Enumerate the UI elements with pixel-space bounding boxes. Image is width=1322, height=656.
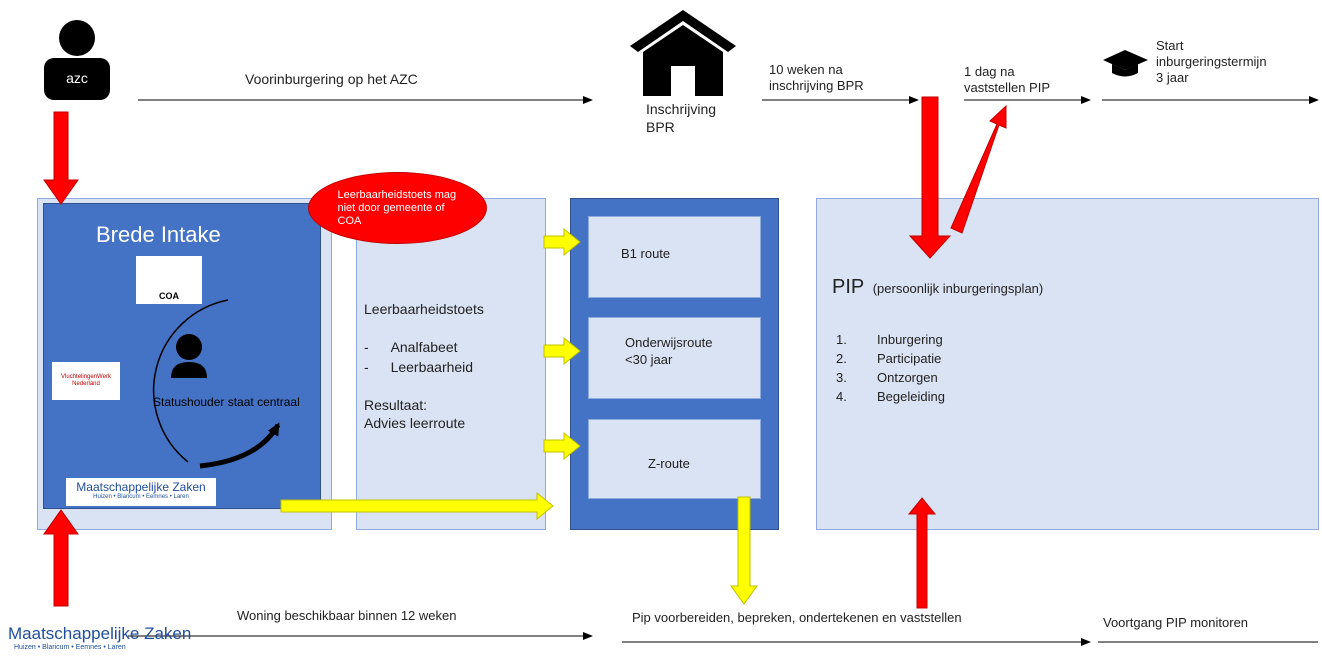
yellow-arrow-edu <box>543 336 581 366</box>
red-arrow-logo-up <box>43 509 79 607</box>
route-edu-box <box>588 317 761 399</box>
pip-item: 2.Participatie <box>836 351 942 366</box>
pip-item: 3.Ontzorgen <box>836 370 938 385</box>
test-item-text: Leerbaarheid <box>390 359 474 375</box>
center-text: Statushouder staat centraal <box>153 395 300 409</box>
yellow-arrow-b1 <box>543 227 581 257</box>
bottom-mz-logo-main: Maatschappelijke Zaken <box>8 624 192 643</box>
test-panel <box>356 198 546 530</box>
azc-label: azc <box>66 70 88 86</box>
yellow-arrow-z <box>543 431 581 461</box>
intake-mz-logo-sub: Huizen • Blaricum • Eemnes • Laren <box>93 494 189 500</box>
house-icon <box>630 10 736 96</box>
bottom-mz-logo-sub: Huizen • Blaricum • Eemnes • Laren <box>14 644 126 651</box>
pip-item-text: Ontzorgen <box>877 370 938 385</box>
pip-panel <box>816 198 1319 530</box>
intake-mz-logo-main: Maatschappelijke Zaken <box>76 480 206 494</box>
test-result-label: Resultaat: <box>364 397 428 413</box>
pip-list: 1.Inburgering 2.Participatie 3.Ontzorgen… <box>836 332 945 405</box>
red-arrow-diagonal <box>950 104 1007 234</box>
test-item-dash: - <box>364 359 369 375</box>
test-item-text: Analfabeet <box>390 339 458 355</box>
red-arrow-azc-down <box>43 111 79 205</box>
leerbaarheid-warning-bubble: Leerbaarheidstoets mag niet door gemeent… <box>308 172 487 244</box>
pre-integration-label: Voorinburgering op het AZC <box>245 71 418 87</box>
red-arrow-pip-down <box>908 96 952 259</box>
pip-item: 4.Begeleiding <box>836 389 945 404</box>
pip-item-text: Begeleiding <box>877 389 945 404</box>
vwn-logo-text: VluchtelingenWerk Nederland <box>61 374 111 387</box>
yellow-arrow-intake-to-routes <box>280 491 554 521</box>
weeks-after-label: 10 weken na inschrijving BPR <box>769 62 864 93</box>
azc-person-icon <box>44 20 110 100</box>
test-item-leerbaarheid: - Leerbaarheid <box>364 358 473 376</box>
test-result-value: Advies leerroute <box>364 415 466 431</box>
route-b1-label: B1 route <box>621 246 671 261</box>
pip-prepare-label: Pip voorbereiden, bepreken, ondertekenen… <box>632 610 962 625</box>
red-arrow-monitor-up <box>907 497 937 609</box>
route-z-box <box>588 419 761 499</box>
route-b1-box <box>588 216 761 298</box>
start-term-label: Start inburgeringstermijn 3 jaar <box>1156 38 1267 85</box>
pip-subtitle: (persoonlijk inburgeringsplan) <box>872 281 1044 296</box>
bubble-text: Leerbaarheidstoets mag niet door gemeent… <box>337 188 457 227</box>
curved-arrow-icon <box>199 422 281 469</box>
test-title: Leerbaarheidstoets <box>364 301 484 317</box>
test-item-analfabeet: - Analfabeet <box>364 338 458 356</box>
statushouder-person-icon <box>171 334 207 378</box>
coa-logo: COA <box>136 256 202 304</box>
route-z-label: Z-route <box>648 456 690 471</box>
bottom-mz-logo: Maatschappelijke Zaken Huizen • Blaricum… <box>8 624 198 652</box>
graduation-cap-icon <box>1103 50 1148 77</box>
pip-title: PIP <box>832 276 865 298</box>
registration-label: Inschrijving BPR <box>646 101 717 135</box>
pip-item-text: Inburgering <box>877 332 943 347</box>
intake-mz-logo: Maatschappelijke Zaken Huizen • Blaricum… <box>66 478 216 506</box>
housing-label: Woning beschikbaar binnen 12 weken <box>237 608 457 623</box>
yellow-arrow-z-down <box>730 496 758 605</box>
intake-title: Brede Intake <box>96 222 221 247</box>
monitor-label: Voortgang PIP monitoren <box>1103 615 1249 630</box>
vluchtelingenwerk-logo: VluchtelingenWerk Nederland <box>52 362 120 400</box>
route-edu-label: Onderwijsroute <30 jaar <box>625 335 713 367</box>
test-item-dash: - <box>364 339 369 355</box>
intake-circle-left <box>152 299 229 463</box>
pip-title-row: PIP (persoonlijk inburgeringsplan) <box>832 276 1043 299</box>
pip-item-text: Participatie <box>877 351 942 366</box>
pip-item: 1.Inburgering <box>836 332 943 347</box>
day-after-label: 1 dag na vaststellen PIP <box>964 64 1050 95</box>
coa-logo-text: COA <box>159 291 179 301</box>
